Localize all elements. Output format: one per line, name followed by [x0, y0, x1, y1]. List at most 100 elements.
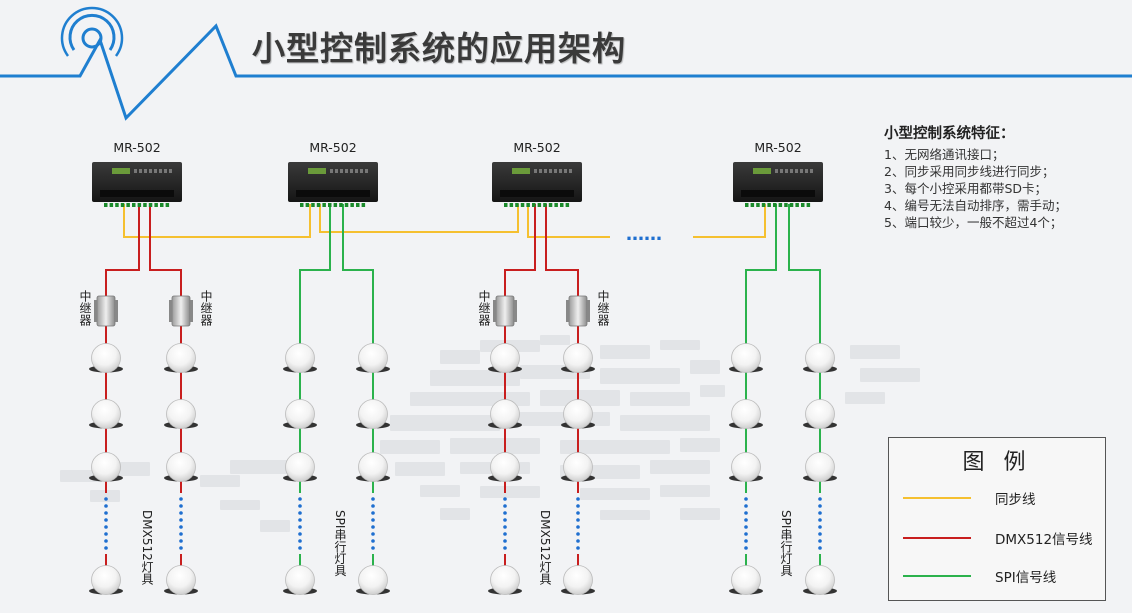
continuation-dot [818, 525, 822, 529]
map-block [200, 475, 240, 487]
legend-label: DMX512信号线 [995, 532, 1093, 548]
controller-button [805, 169, 808, 173]
terminal-pin [560, 203, 564, 207]
fixture-dome [563, 343, 593, 373]
continuation-dot [104, 504, 108, 508]
terminal-pin [328, 203, 332, 207]
led-fixture [89, 565, 123, 595]
controller-mr502 [288, 162, 378, 207]
sync-line [123, 204, 311, 238]
fixture-dome [731, 399, 761, 429]
repeater-body [495, 295, 515, 327]
controller-ports [296, 190, 370, 197]
signal-logo-icon [60, 6, 124, 57]
legend-title: 图 例 [962, 450, 1032, 475]
led-fixture [561, 399, 595, 429]
controller-button [355, 169, 358, 173]
continuation-dot [298, 511, 302, 515]
terminal-pin [305, 203, 310, 207]
controller-ports [100, 190, 174, 197]
controller-button [345, 169, 348, 173]
continuation-dot [104, 546, 108, 550]
fixture-dome [731, 565, 761, 595]
repeater [493, 295, 517, 327]
continuation-dot [744, 511, 748, 515]
fixture-dome [285, 399, 315, 429]
controller-display [753, 168, 771, 174]
terminal-pin [104, 203, 108, 207]
repeater-body [568, 295, 588, 327]
repeater-bracket [94, 300, 97, 322]
legend-swatch-spi [903, 575, 971, 577]
terminal-pin [784, 203, 788, 207]
controller-button [350, 169, 353, 173]
led-fixture [283, 399, 317, 429]
continuation-dot [298, 504, 302, 508]
fixture-dome [805, 343, 835, 373]
repeater-bracket [514, 300, 517, 322]
fixture-dome [358, 399, 388, 429]
map-block [600, 510, 650, 520]
repeater-bracket [190, 300, 193, 322]
terminal-pin [565, 203, 570, 207]
map-block [480, 486, 540, 498]
continuation-dot [576, 539, 580, 543]
legend-box: 图 例 同步线 DMX512信号线 SPI信号线 [888, 437, 1106, 601]
map-block [630, 392, 690, 406]
map-block [395, 462, 445, 476]
map-block [650, 460, 710, 474]
fixture-dome [285, 343, 315, 373]
continuation-dot [744, 546, 748, 550]
led-fixture [561, 565, 595, 595]
sync-line [527, 204, 610, 238]
repeater-bracket [169, 300, 172, 322]
controller-button [159, 169, 162, 173]
spi-signal-line [342, 204, 374, 358]
fixture-dome [731, 343, 761, 373]
continuation-dot [371, 539, 375, 543]
continuation-dot [371, 518, 375, 522]
continuation-dot [179, 504, 183, 508]
terminal-pin [526, 203, 530, 207]
controller-display [512, 168, 530, 174]
led-fixture [356, 343, 390, 373]
led-fixture [803, 452, 837, 482]
led-fixture [89, 399, 123, 429]
continuation-dot [503, 511, 507, 515]
map-block [580, 488, 650, 500]
repeater-bracket [493, 300, 496, 322]
continuation-dot [744, 532, 748, 536]
led-fixture [283, 343, 317, 373]
terminal-pin [515, 203, 519, 207]
map-block [440, 508, 470, 520]
map-block [510, 412, 610, 426]
fixture-dome [805, 565, 835, 595]
controller-mr502 [492, 162, 582, 207]
terminal-pin [537, 203, 542, 207]
fixture-dome [563, 399, 593, 429]
controller-button [335, 169, 338, 173]
led-fixture [803, 399, 837, 429]
controller-button [149, 169, 152, 173]
controller-label: MR-502 [113, 140, 161, 155]
terminal-pin [806, 203, 811, 207]
continuation-dot [818, 539, 822, 543]
continuation-dot [744, 518, 748, 522]
controller-label: MR-502 [309, 140, 357, 155]
continuation-dot [298, 525, 302, 529]
repeater [566, 295, 590, 327]
terminal-pin [160, 203, 164, 207]
led-fixture [164, 343, 198, 373]
controller-label: MR-502 [754, 140, 802, 155]
fixture-dome [91, 565, 121, 595]
fixture-dome [285, 452, 315, 482]
controller-display [308, 168, 326, 174]
continuation-dot [179, 539, 183, 543]
feature-item: 3、每个小控采用都带SD卡； [884, 181, 1048, 196]
continuation-dot [179, 497, 183, 501]
controller-button [780, 169, 783, 173]
led-fixture [356, 452, 390, 482]
dmx-signal-line [504, 204, 536, 296]
